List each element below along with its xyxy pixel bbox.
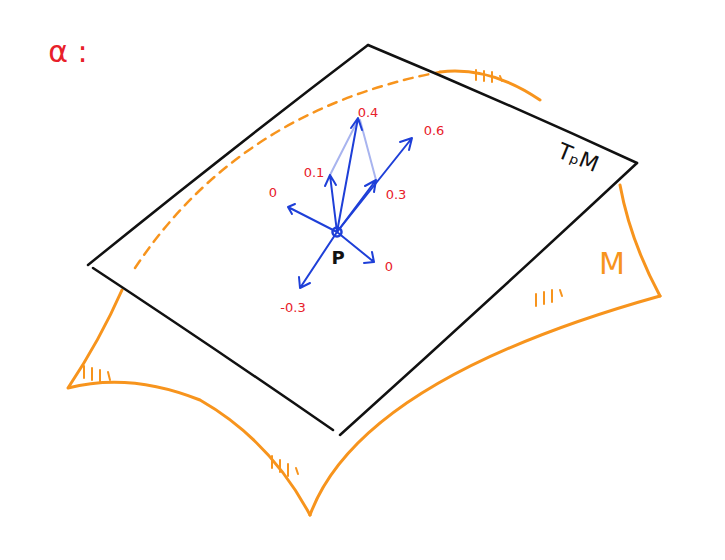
tangent-plane	[88, 45, 637, 435]
vector-value: 0	[269, 186, 277, 199]
vector-value: 0	[385, 260, 393, 273]
vector-value: -0.3	[280, 301, 305, 314]
manifold-label: M	[599, 249, 625, 279]
vector-value: 0.3	[386, 188, 407, 201]
vector-value: 0.1	[304, 166, 325, 179]
manifold-surface	[68, 70, 660, 515]
tangent-vectors	[288, 118, 412, 288]
vector-value: 0.6	[424, 124, 445, 137]
vector-value: 0.4	[358, 106, 379, 119]
tangent-space-label: TₚM	[554, 140, 601, 176]
point-label: P	[331, 249, 344, 267]
form-name: α :	[48, 37, 87, 67]
